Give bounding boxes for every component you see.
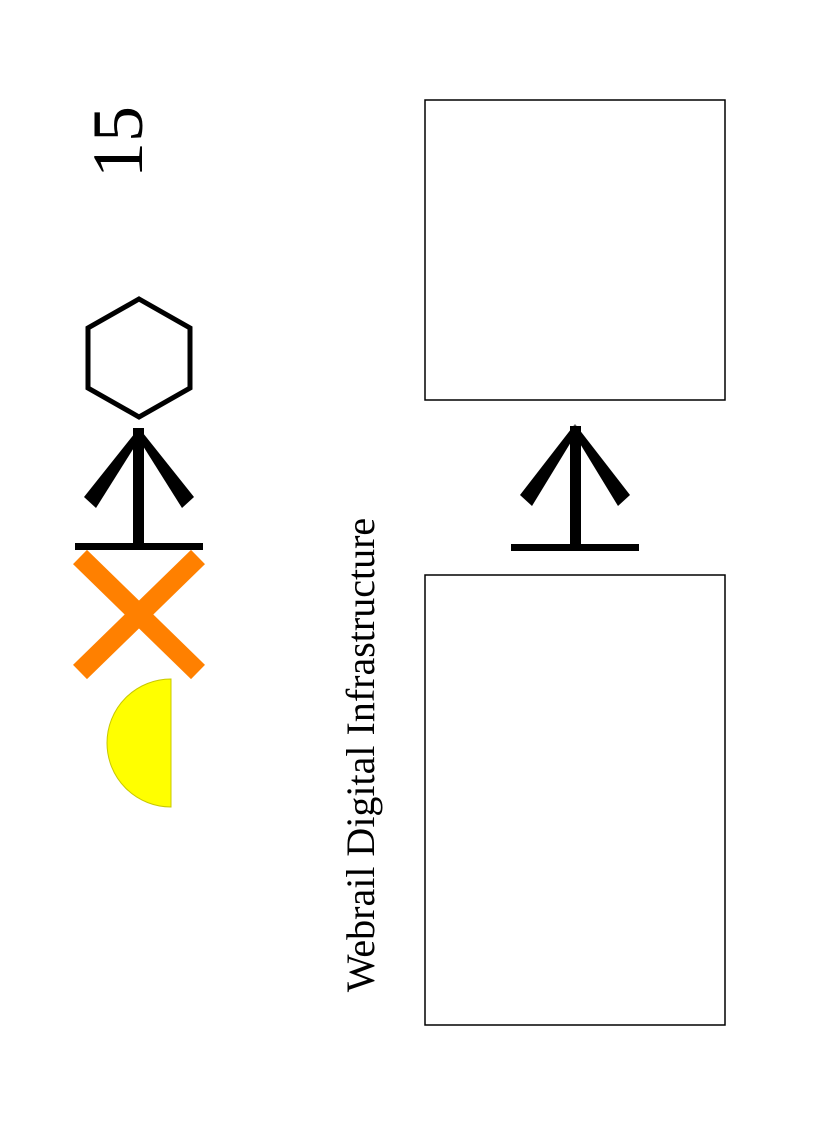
arrow-up-on-bar-icon [75,428,203,550]
top-box [424,99,726,401]
arrow-up-on-bar-icon [511,424,639,551]
page-number: 15 [78,106,158,178]
diagram-title: Webrail Digital Infrastructure [338,518,383,992]
hexagon-icon [85,296,193,420]
half-circle-icon [106,678,172,808]
bottom-box [424,574,726,1026]
x-cross-icon [73,549,205,680]
